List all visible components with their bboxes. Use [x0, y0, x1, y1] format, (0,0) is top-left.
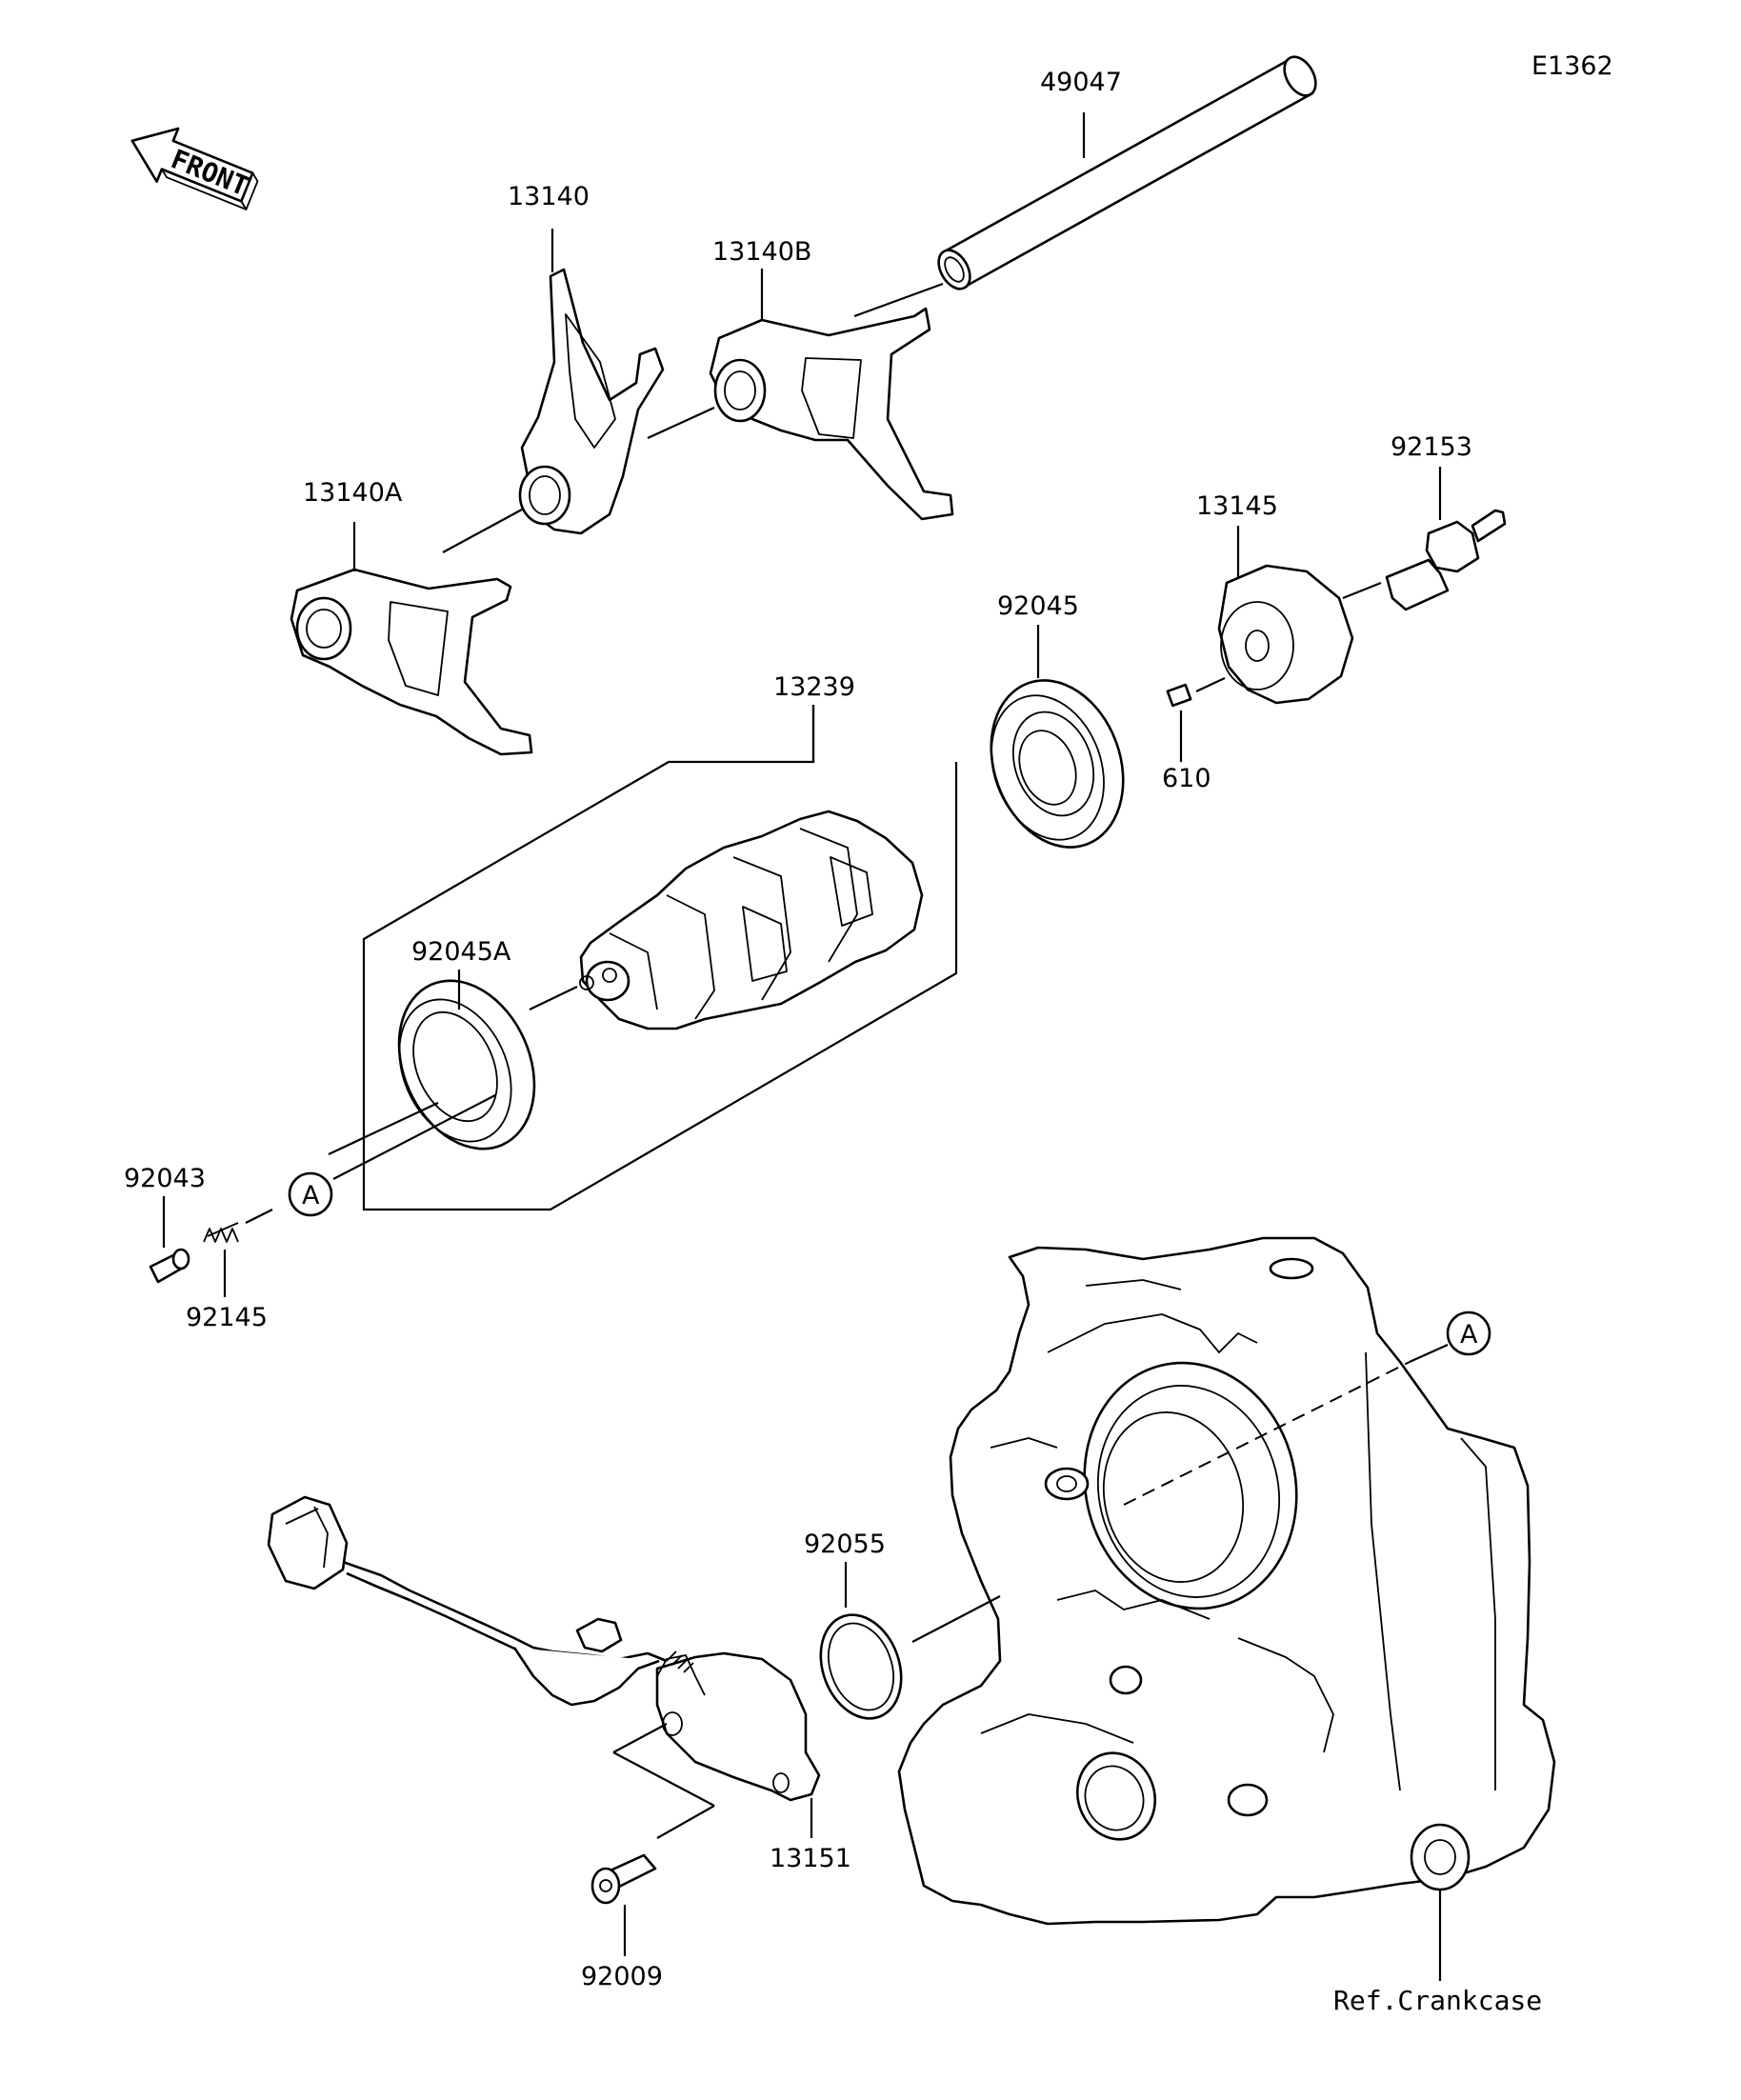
label-49047: 49047 — [1040, 68, 1122, 97]
label-crankcase: Ref.Crankcase — [1333, 1985, 1542, 2016]
label-92055: 92055 — [804, 1530, 886, 1559]
circle-a-marker-icon: A — [1446, 1310, 1491, 1356]
part-92009-screw — [590, 1853, 657, 1956]
label-13151: 13151 — [770, 1844, 851, 1873]
front-label: FRONT — [167, 143, 253, 202]
label-92043: 92043 — [124, 1164, 206, 1193]
label-92145: 92145 — [186, 1303, 268, 1332]
label-13239: 13239 — [773, 672, 855, 702]
marker-a-right: A — [1460, 1320, 1478, 1350]
part-13239-assembly-frame — [362, 705, 958, 1211]
part-92055-o-ring — [819, 1562, 1001, 1720]
part-92043-pin — [149, 1196, 190, 1284]
label-13140b: 13140B — [712, 237, 811, 267]
axis-line-a — [328, 1102, 439, 1155]
label-92153: 92153 — [1391, 432, 1472, 462]
part-shift-drum — [529, 810, 924, 1030]
marker-a-left: A — [302, 1181, 320, 1210]
part-13145-shift-cam — [1217, 526, 1354, 705]
front-arrow-icon: FRONT — [130, 127, 259, 210]
part-13140a-shift-fork — [290, 522, 533, 756]
part-92045a-bearing — [397, 970, 536, 1150]
label-13140a: 13140A — [303, 478, 403, 508]
part-13140b-shift-fork — [647, 269, 954, 521]
label-92045a: 92045A — [411, 937, 511, 967]
part-92145-spring — [203, 1222, 239, 1297]
part-13151-gear-position-sensor — [267, 1495, 821, 1839]
label-13145: 13145 — [1196, 491, 1278, 521]
part-13140-shift-fork — [442, 229, 665, 553]
axis-line-a-lower — [332, 1094, 496, 1180]
part-crankcase-reference — [897, 1236, 1556, 1981]
part-610-pin — [1166, 677, 1226, 762]
part-92045-bearing — [990, 625, 1125, 849]
label-92045: 92045 — [997, 591, 1079, 621]
label-610: 610 — [1162, 764, 1211, 793]
leader-92145-axis — [245, 1209, 273, 1224]
part-49047-shift-rod — [853, 55, 1317, 318]
label-92009: 92009 — [581, 1962, 663, 1991]
circle-a-marker-icon: A — [288, 1171, 333, 1217]
label-13140: 13140 — [508, 182, 590, 211]
diagram-code: E1362 — [1531, 51, 1613, 81]
part-92153-bolt — [1342, 467, 1507, 611]
